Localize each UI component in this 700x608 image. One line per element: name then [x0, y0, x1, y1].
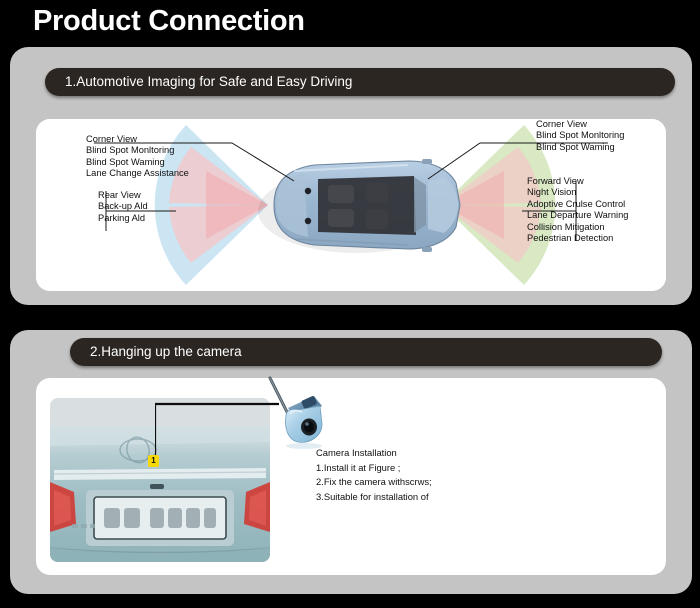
camera-installation-instructions: Camera Installation 1.Install it at Figu…	[316, 446, 432, 504]
label-line: Adoptive Crulse Control	[527, 198, 626, 209]
install-step: 3.Suitable for installation of	[316, 490, 429, 502]
label-line: Blind Spot Waming	[86, 156, 165, 167]
camera-leader-line	[155, 402, 279, 458]
section-2-header-bar: 2.Hanging up the camera	[70, 338, 662, 366]
label-line: Blind Spot Monltoring	[86, 145, 175, 156]
label-line: Pedestrian Detection	[527, 233, 614, 244]
rear-parking-label-group: Rear View Back-up Ald Parking Ald	[98, 190, 148, 224]
label-line: Night Vision	[527, 187, 577, 198]
section-1-header-bar: 1.Automotive Imaging for Safe and Easy D…	[45, 68, 675, 96]
diagram-leader-lines	[94, 142, 608, 241]
front-sensor-cones	[442, 125, 556, 285]
install-point-marker: 1	[148, 455, 159, 467]
automotive-sensor-diagram	[36, 119, 666, 291]
car-top-view	[258, 159, 461, 253]
label-line: Lane Change Assistance	[86, 168, 189, 179]
label-line: Corner View	[536, 119, 587, 129]
front-main-label-group: Forward View Night Vision Adoptive Cruls…	[527, 176, 628, 244]
label-line: Back-up Ald	[98, 201, 148, 212]
install-step: 1.Install it at Figure ;	[316, 461, 401, 473]
label-line: Rear View	[98, 190, 141, 200]
install-step: 2.Fix the camera withscrws;	[316, 476, 432, 488]
label-line: Collision Mitigation	[527, 221, 605, 232]
rear-corner-label-group: Corner View Blind Spot Monltoring Blind …	[86, 134, 189, 180]
camera-product-image	[258, 376, 328, 450]
label-line: Forward View	[527, 176, 584, 186]
car-rear-photo	[50, 398, 270, 562]
install-title: Camera Installation	[316, 447, 397, 458]
label-line: Lane Departure Warning	[527, 210, 629, 221]
label-line: Corner View	[86, 134, 137, 144]
label-line: Blind Spot Waming	[536, 141, 615, 152]
label-line: Blind Spot Monltoring	[536, 130, 625, 141]
label-line: Parking Ald	[98, 212, 146, 223]
front-corner-label-group: Corner View Blind Spot Monltoring Blind …	[536, 119, 624, 153]
rear-sensor-cones	[154, 125, 268, 285]
page-title: Product Connection	[33, 5, 305, 37]
